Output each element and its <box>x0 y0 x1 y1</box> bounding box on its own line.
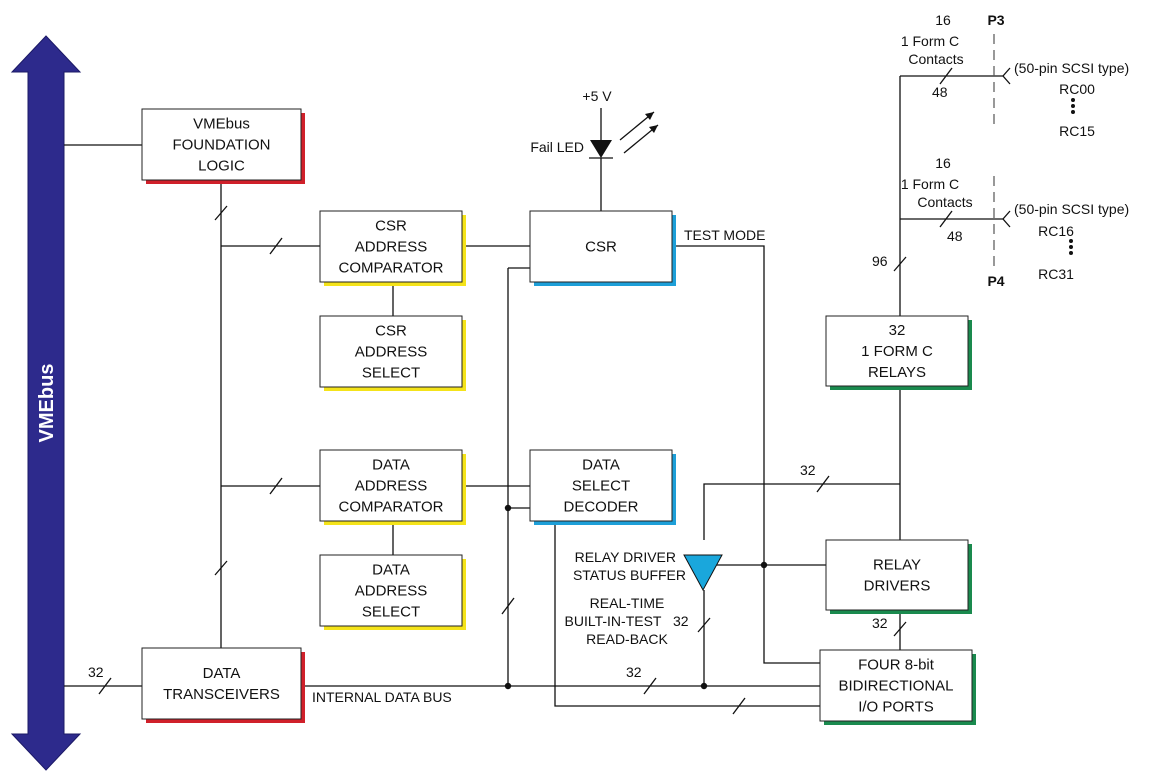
p3-contacts-line2: 1 Form C <box>901 33 959 49</box>
bus-width-vme: 32 <box>88 664 104 680</box>
block-label-line: RELAYS <box>868 364 926 381</box>
block-label-line: DATA <box>203 665 241 682</box>
p4-contacts-line1: 16 <box>935 155 951 171</box>
block-label-line: CSR <box>375 323 407 340</box>
block-label-line: ADDRESS <box>355 344 428 361</box>
block-label-line: I/O PORTS <box>858 699 934 716</box>
wires <box>64 34 1011 715</box>
buffer-label-line1: RELAY DRIVER <box>575 549 676 565</box>
block-frame <box>529 210 673 283</box>
test-mode-label: TEST MODE <box>684 227 765 243</box>
bus-width-48-bottom: 48 <box>947 228 963 244</box>
block-frame <box>825 539 969 611</box>
block-label-line: DATA <box>372 457 410 474</box>
vmebus-label: VMEbus <box>36 364 58 443</box>
readback-label-line3: READ-BACK <box>586 631 668 647</box>
block-frame <box>319 554 463 627</box>
vmebus-arrow-shape <box>10 35 82 771</box>
block-csr-addr-comp: CSR ADDRESS COMPARATOR <box>319 210 466 286</box>
block-label-line: COMPARATOR <box>338 499 443 516</box>
block-frame <box>141 108 302 181</box>
block-csr: CSR <box>529 210 676 286</box>
block-label-line: VMEbus <box>193 116 250 133</box>
internal-bus-label: INTERNAL DATA BUS <box>312 689 452 705</box>
block-frame <box>319 210 463 283</box>
block-relay-drivers: RELAY DRIVERS <box>825 539 972 614</box>
vmebus-arrow: VMEbus <box>10 35 82 771</box>
block-label-line: SELECT <box>362 604 420 621</box>
p3-label: P3 <box>987 12 1004 28</box>
block-label-line: DATA <box>582 457 620 474</box>
scsi-top-label: (50-pin SCSI type) <box>1014 60 1129 76</box>
block-label-line: FOUNDATION <box>172 137 270 154</box>
block-relays: 32 1 FORM C RELAYS <box>825 315 972 390</box>
block-label-line: ADDRESS <box>355 478 428 495</box>
bus-width-48-top: 48 <box>932 84 948 100</box>
rc00-label: RC00 <box>1059 81 1095 97</box>
readback-label-line1: REAL-TIME <box>590 595 665 611</box>
block-frame <box>141 647 302 720</box>
bus-width-readback: 32 <box>673 613 689 629</box>
block-frame <box>319 315 463 388</box>
rc31-label: RC31 <box>1038 266 1074 282</box>
bus-width-96: 96 <box>872 253 888 269</box>
labels: +5 V Fail LED TEST MODE INTERNAL DATA BU… <box>88 12 1129 705</box>
block-csr-addr-sel: CSR ADDRESS SELECT <box>319 315 466 391</box>
block-label-line: CSR <box>375 218 407 235</box>
block-label-line: 1 FORM C <box>861 343 933 360</box>
fail-led-label: Fail LED <box>530 139 584 155</box>
block-data-sel-dec: DATA SELECT DECODER <box>529 449 676 525</box>
p4-label: P4 <box>987 273 1004 289</box>
block-label-line: RELAY <box>873 557 921 574</box>
plus5v-label: +5 V <box>582 88 612 104</box>
p3-contacts-line1: 16 <box>935 12 951 28</box>
bus-width-drivers: 32 <box>872 615 888 631</box>
fail-led-icon <box>589 111 659 159</box>
block-frame <box>319 449 463 522</box>
p4-contacts-line3: Contacts <box>917 194 972 210</box>
readback-label-line2: BUILT-IN-TEST <box>565 613 662 629</box>
p4-contacts-line2: 1 Form C <box>901 176 959 192</box>
block-label-line: ADDRESS <box>355 239 428 256</box>
block-label-line: COMPARATOR <box>338 260 443 277</box>
block-label-line: 32 <box>889 322 906 339</box>
ellipsis-top-icon <box>1071 98 1075 114</box>
block-label-line: BIDIRECTIONAL <box>838 678 953 695</box>
bus-width-relay: 32 <box>800 462 816 478</box>
ellipsis-bottom-icon <box>1069 239 1073 255</box>
rc16-label: RC16 <box>1038 223 1074 239</box>
block-frame <box>819 649 973 722</box>
rc15-label: RC15 <box>1059 123 1095 139</box>
block-frame <box>529 449 673 522</box>
block-label-line: FOUR 8-bit <box>858 657 935 674</box>
block-label-line: ADDRESS <box>355 583 428 600</box>
status-buffer-icon <box>683 554 723 592</box>
block-label-line: DRIVERS <box>864 578 931 595</box>
block-label-line: DECODER <box>563 499 638 516</box>
block-label-line: SELECT <box>572 478 630 495</box>
block-frame <box>825 315 969 387</box>
block-data-addr-sel: DATA ADDRESS SELECT <box>319 554 466 630</box>
block-label-line: LOGIC <box>198 158 245 175</box>
block-data-addr-comp: DATA ADDRESS COMPARATOR <box>319 449 466 525</box>
block-label-line: DATA <box>372 562 410 579</box>
block-label-line: CSR <box>585 239 617 256</box>
block-transceivers: DATA TRANSCEIVERS <box>141 647 305 723</box>
block-label-line: TRANSCEIVERS <box>163 686 280 703</box>
scsi-bottom-label: (50-pin SCSI type) <box>1014 201 1129 217</box>
block-label-line: SELECT <box>362 365 420 382</box>
p3-contacts-line3: Contacts <box>908 51 963 67</box>
bus-width-internal: 32 <box>626 664 642 680</box>
buffer-label-line2: STATUS BUFFER <box>573 567 686 583</box>
